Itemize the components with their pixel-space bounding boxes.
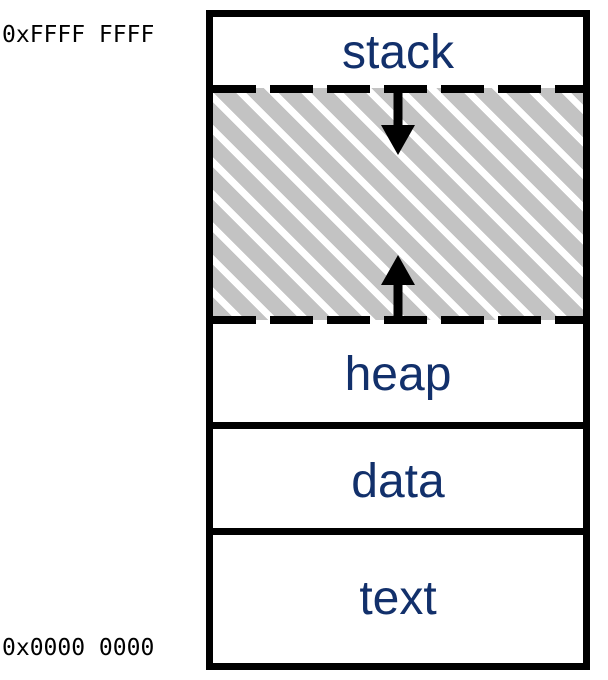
divider-data-text [213, 528, 583, 535]
region-heap-label: heap [344, 347, 452, 401]
region-text-label: text [359, 572, 437, 625]
stack-growth-arrow-down-icon [380, 89, 416, 155]
address-label-high: 0xFFFF FFFF [2, 22, 155, 48]
region-data-label: data [351, 455, 445, 508]
region-stack-label: stack [341, 25, 455, 79]
address-label-low: 0x0000 0000 [2, 635, 155, 661]
memory-box: stack heap data text [206, 10, 590, 670]
heap-growth-arrow-up-icon [380, 255, 416, 321]
divider-heap-data [213, 422, 583, 429]
region-text: text [213, 535, 583, 663]
region-stack: stack [213, 17, 583, 88]
region-data: data [213, 429, 583, 535]
region-heap: heap [213, 320, 583, 429]
